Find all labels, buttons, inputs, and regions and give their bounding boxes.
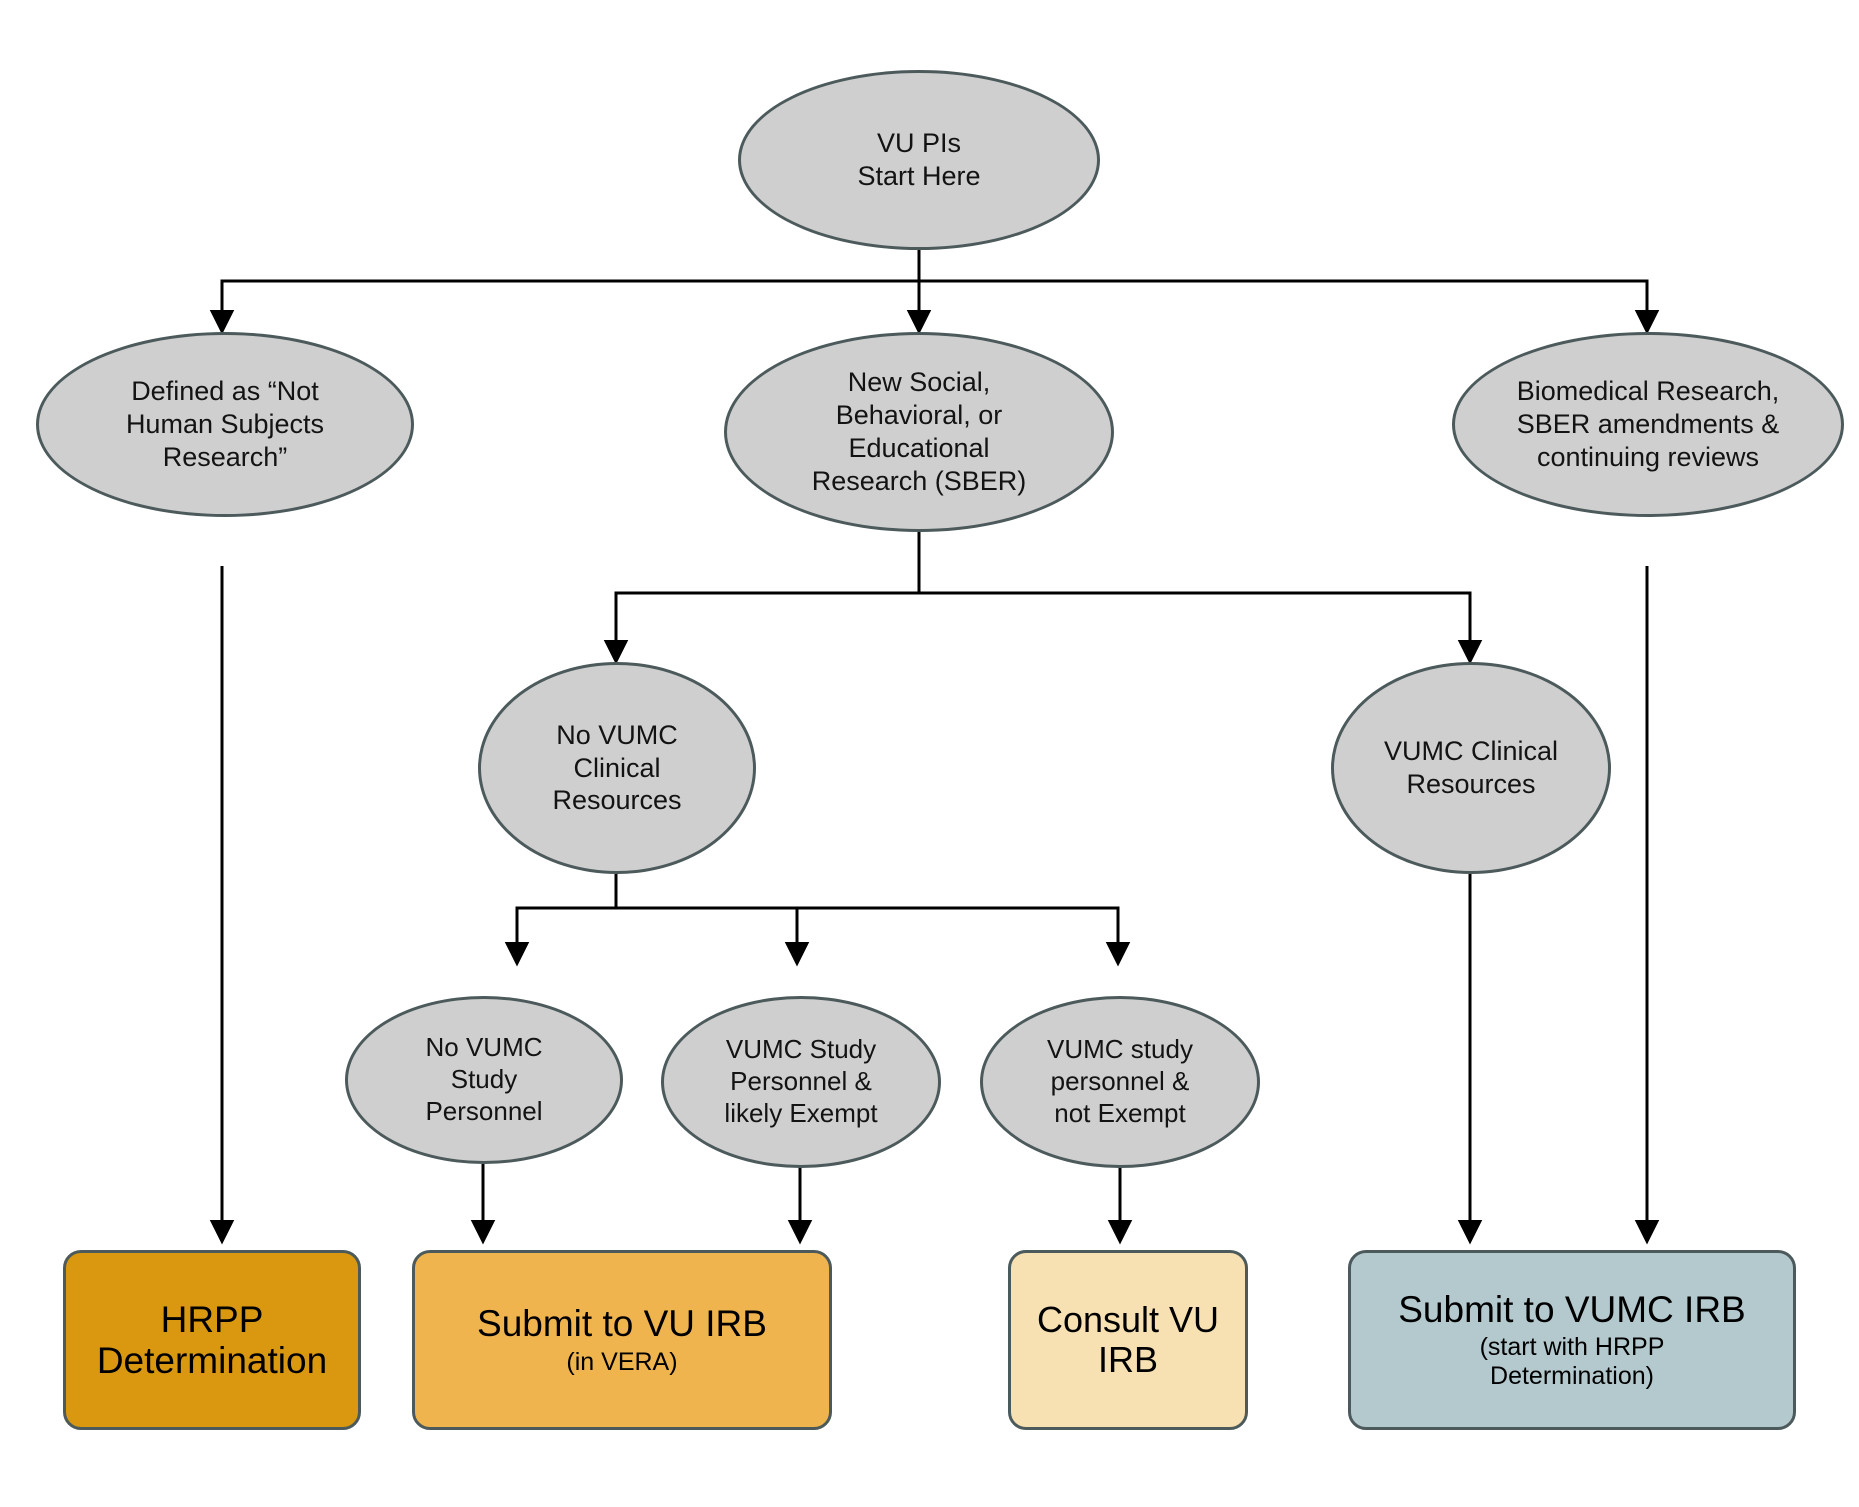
node-vumc-personnel-not-exempt[interactable]: VUMC study personnel & not Exempt — [980, 996, 1260, 1168]
outcome-submit-to-vumc-irb[interactable]: Submit to VUMC IRB (start with HRPP Dete… — [1348, 1250, 1796, 1430]
node-vumc-clinical[interactable]: VUMC Clinical Resources — [1331, 662, 1611, 874]
node-no-vumc-clinical-label: No VUMC Clinical Resources — [552, 719, 682, 816]
node-no-vumc-clinical[interactable]: No VUMC Clinical Resources — [478, 662, 756, 874]
node-biomedical-label: Biomedical Research, SBER amendments & c… — [1516, 376, 1780, 472]
edge-new-sber-to-vumc-clinical — [917, 531, 1483, 665]
node-biomedical[interactable]: Biomedical Research, SBER amendments & c… — [1452, 332, 1844, 517]
node-start[interactable]: VU PIs Start Here — [738, 70, 1100, 250]
node-not-human-subjects-label: Defined as “Not Human Subjects Research” — [125, 376, 325, 472]
edge-new-sber-to-no-vumc-clinical — [603, 531, 921, 665]
edge-no-vumc-clinical-to-no-vumc-personnel — [504, 874, 618, 967]
edge-start-to-biomedical — [917, 248, 1660, 335]
outcome-consult-vu-irb[interactable]: Consult VU IRB — [1008, 1250, 1248, 1430]
outcome-submit-to-vumc-irb-sublabel: (start with HRPP Determination) — [1479, 1333, 1665, 1391]
edge-no-vumc-clinical-to-personnel-exempt — [614, 874, 810, 967]
node-vumc-personnel-exempt-label: VUMC Study Personnel & likely Exempt — [724, 1034, 878, 1128]
outcome-submit-to-vu-irb-sublabel: (in VERA) — [566, 1347, 678, 1376]
outcome-submit-to-vumc-irb-label: Submit to VUMC IRB — [1398, 1289, 1746, 1331]
node-start-label: VU PIs Start Here — [857, 128, 981, 191]
node-vumc-personnel-exempt[interactable]: VUMC Study Personnel & likely Exempt — [661, 996, 941, 1168]
node-new-sber-label: New Social, Behavioral, or Educational R… — [811, 367, 1027, 496]
outcome-hrpp-determination-label: HRPP Determination — [96, 1298, 328, 1381]
node-no-vumc-personnel[interactable]: No VUMC Study Personnel — [345, 996, 623, 1164]
outcome-hrpp-determination[interactable]: HRPP Determination — [63, 1250, 361, 1430]
node-vumc-personnel-not-exempt-label: VUMC study personnel & not Exempt — [1047, 1034, 1193, 1128]
node-vumc-clinical-label: VUMC Clinical Resources — [1383, 736, 1559, 799]
outcome-submit-to-vu-irb[interactable]: Submit to VU IRB (in VERA) — [412, 1250, 832, 1430]
outcome-consult-vu-irb-label: Consult VU IRB — [1036, 1298, 1220, 1380]
node-no-vumc-personnel-label: No VUMC Study Personnel — [425, 1032, 543, 1126]
edge-start-to-not-human-subjects — [209, 248, 921, 335]
edge-no-vumc-clinical-to-personnel-not-exempt — [614, 874, 1131, 967]
node-not-human-subjects[interactable]: Defined as “Not Human Subjects Research” — [36, 332, 414, 517]
outcome-submit-to-vu-irb-label: Submit to VU IRB — [477, 1303, 767, 1345]
node-new-sber[interactable]: New Social, Behavioral, or Educational R… — [724, 332, 1114, 532]
